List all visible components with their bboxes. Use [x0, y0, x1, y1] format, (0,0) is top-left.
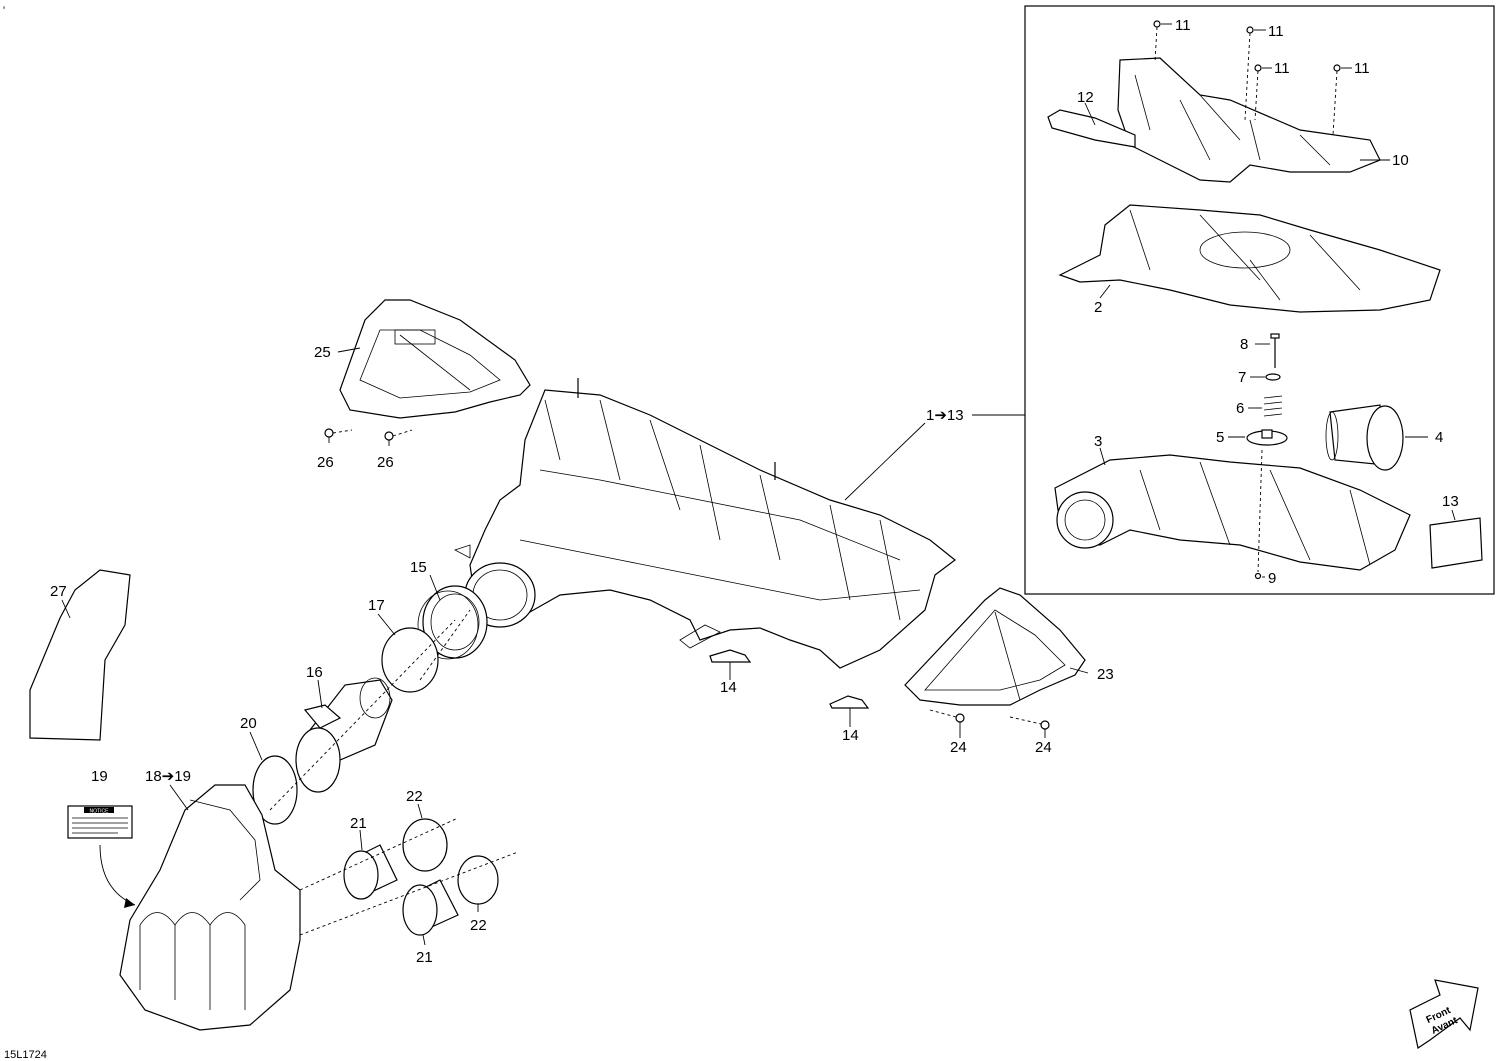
detail-inset-frame — [1024, 5, 1495, 595]
callout-19: 19 — [91, 768, 108, 785]
callout-20: 20 — [240, 715, 257, 732]
callout-13: 13 — [1442, 493, 1459, 510]
part-16-boot — [295, 677, 393, 793]
callout-11-b: 11 — [1268, 23, 1284, 40]
callout-8: 8 — [1240, 336, 1248, 353]
callout-26-b: 26 — [377, 454, 394, 471]
callout-14-b: 14 — [842, 727, 859, 744]
callout-6: 6 — [1236, 400, 1244, 417]
part-23-grille — [904, 587, 1086, 706]
part-17-clamp — [381, 627, 439, 693]
part-22-clamp-a — [402, 818, 448, 872]
callout-14-a: 14 — [720, 679, 737, 696]
part-12-foam-strip — [1047, 109, 1136, 148]
drawing-code: 15L1724 — [4, 1049, 47, 1061]
assembly-axes — [269, 609, 519, 936]
main-leaders — [61, 347, 1089, 946]
callout-11-a: 11 — [1175, 17, 1191, 34]
callout-27: 27 — [50, 583, 67, 600]
callout-1-13: 1➔13 — [926, 407, 964, 424]
callout-3: 3 — [1094, 433, 1102, 450]
callout-23: 23 — [1097, 666, 1114, 683]
part-25-grille — [339, 299, 531, 419]
callout-2: 2 — [1094, 299, 1102, 316]
callout-7: 7 — [1238, 369, 1246, 386]
part-24-screws — [929, 709, 1050, 730]
part-15-adapter — [417, 585, 488, 660]
callout-9: 9 — [1268, 570, 1276, 587]
callout-10: 10 — [1392, 152, 1409, 169]
part-4-air-filter — [1325, 404, 1404, 471]
callout-18-19: 18➔19 — [145, 768, 191, 785]
part-2-upper-housing — [1058, 204, 1441, 313]
part-21-boot-a — [343, 844, 398, 900]
callout-16: 16 — [306, 664, 323, 681]
callout-4: 4 — [1435, 429, 1443, 446]
part-22-clamp-b — [457, 855, 499, 905]
part-19-decal: NOTICE — [67, 805, 133, 839]
callout-22-a: 22 — [406, 788, 423, 805]
part-13-foam-block — [1429, 517, 1483, 569]
part-20-clamp — [252, 755, 298, 825]
part-26-screws — [324, 428, 413, 441]
part-10-upper-cover — [1117, 57, 1381, 183]
callout-24-a: 24 — [950, 739, 967, 756]
callout-17: 17 — [368, 597, 385, 614]
decal-title: NOTICE — [90, 809, 110, 815]
callout-11-c: 11 — [1274, 60, 1290, 77]
callout-5: 5 — [1216, 429, 1224, 446]
part-21-boot-b — [402, 879, 459, 936]
callout-22-b: 22 — [470, 917, 487, 934]
parts-5-8-stack — [1246, 333, 1288, 446]
callout-12: 12 — [1077, 89, 1094, 106]
callout-24-b: 24 — [1035, 739, 1052, 756]
callout-25: 25 — [314, 344, 331, 361]
corner-mark: ' — [3, 5, 5, 17]
callout-15: 15 — [410, 559, 427, 576]
part-14-clip-b — [829, 695, 870, 709]
front-direction-arrow: Front Avant — [1409, 979, 1479, 1049]
part-14-clip-a — [709, 649, 752, 663]
part-27-foam — [29, 569, 131, 741]
airbox-assembly — [453, 378, 956, 669]
callout-21-a: 21 — [350, 815, 367, 832]
part-11-screws — [1153, 20, 1341, 136]
part-9-nut — [1254, 449, 1263, 580]
inset-leaders — [1084, 23, 1456, 578]
callout-11-d: 11 — [1354, 60, 1370, 77]
callout-21-b: 21 — [416, 949, 433, 966]
callout-26-a: 26 — [317, 454, 334, 471]
part-3-lower-housing — [1054, 454, 1411, 571]
